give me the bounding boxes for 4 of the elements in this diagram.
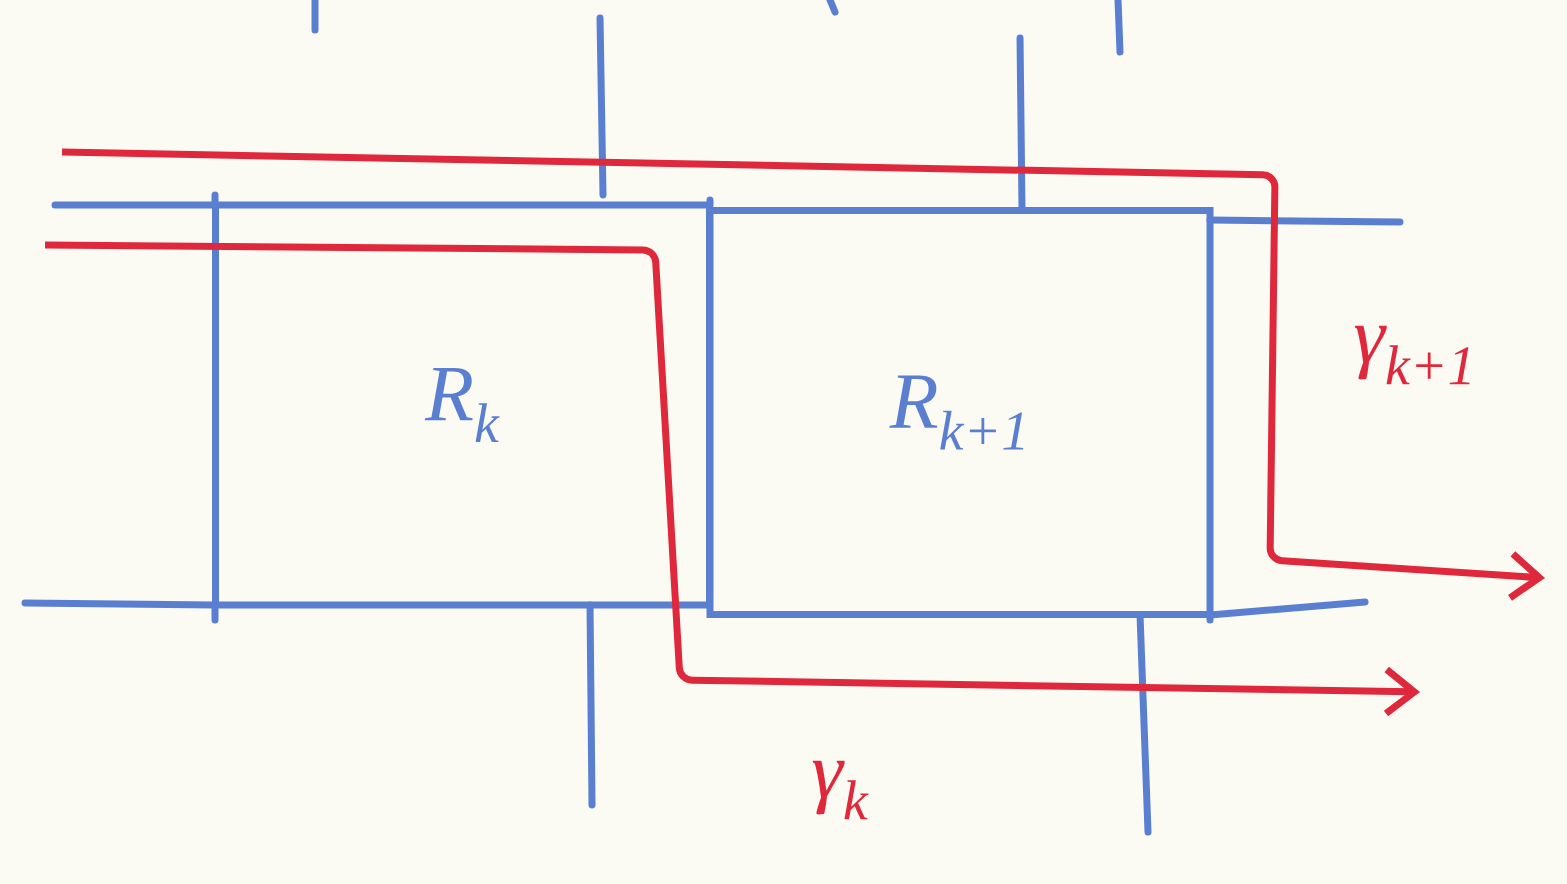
curve-label: γ$_{k}$ [812, 760, 869, 820]
region-box: R$_{k+1}$ [706, 207, 1214, 618]
curve-label: γ$_{k+1}$ [1354, 325, 1470, 385]
region-box: R$_{k}$ [212, 201, 713, 609]
